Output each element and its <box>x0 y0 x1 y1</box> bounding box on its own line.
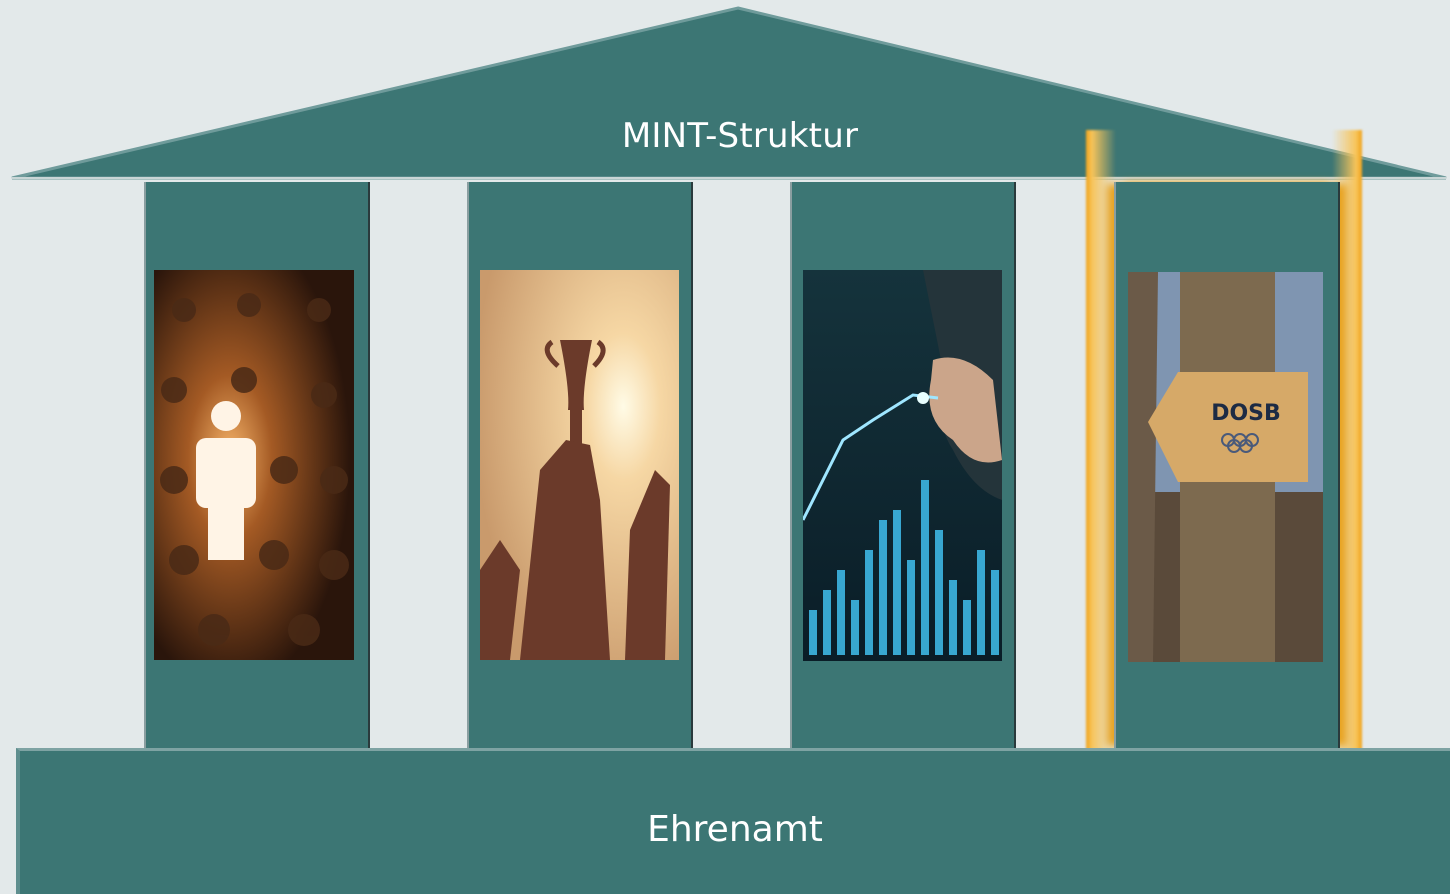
base: Ehrenamt <box>16 748 1450 894</box>
dosb-sign-tree-image: DOSB <box>1128 272 1323 662</box>
dosb-logo-text: DOSB <box>1211 401 1281 426</box>
base-title: Ehrenamt <box>647 809 823 850</box>
crowd-spotlight-image <box>154 270 354 660</box>
trophy-hands-image <box>480 270 679 660</box>
data-chart-image <box>803 270 1002 661</box>
roof-title: MINT-Struktur <box>621 116 859 156</box>
